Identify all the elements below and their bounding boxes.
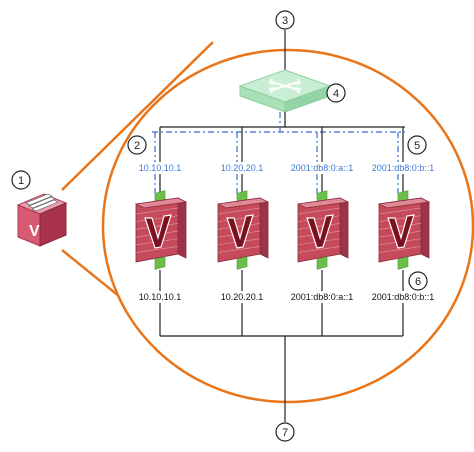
callout-marker: 2 <box>127 135 147 155</box>
zoom-line-upper <box>61 41 214 191</box>
label-backdrop <box>136 162 184 174</box>
top-ip-label: 10.10.10.1 <box>139 163 182 173</box>
firewall-icon <box>296 197 350 263</box>
bottom-ip-label: 2001:db8:0:b::1 <box>372 292 435 302</box>
callout-number: 4 <box>333 88 339 100</box>
callout-number: 6 <box>415 276 421 288</box>
bottom-ip-label: 10.10.10.1 <box>139 292 182 302</box>
callout-marker: 1 <box>11 170 31 190</box>
label-backdrop <box>288 162 356 174</box>
firewall-icon <box>134 197 188 263</box>
callout-group: 1 2 3 4 5 6 7 <box>11 10 428 442</box>
port-bottom <box>154 256 166 270</box>
callout-marker: 6 <box>408 271 428 291</box>
callout-number: 1 <box>18 175 24 187</box>
firewall-icon <box>216 197 270 263</box>
firewall-group: 10.10.10.110.10.10.110.20.20.110.20.20.1… <box>134 127 437 336</box>
bottom-ip-label: 2001:db8:0:a::1 <box>291 292 354 302</box>
callout-number: 7 <box>282 427 288 439</box>
vsys-icon: V <box>16 193 68 247</box>
firewall-column: 10.20.20.1 10.20.20.1 <box>216 127 270 336</box>
vsys-logo-letter: V <box>29 223 40 240</box>
label-backdrop <box>288 291 356 303</box>
label-backdrop <box>369 162 437 174</box>
label-backdrop <box>369 291 437 303</box>
callout-marker: 3 <box>275 10 295 30</box>
callout-number: 5 <box>414 140 420 152</box>
callout-number: 2 <box>134 140 140 152</box>
label-backdrop <box>218 162 266 174</box>
callout-number: 3 <box>282 15 288 27</box>
top-ip-label: 10.20.20.1 <box>221 163 264 173</box>
top-ip-label: 2001:db8:0:b::1 <box>372 163 435 173</box>
zoom-circle <box>101 48 474 404</box>
callout-marker: 5 <box>407 135 427 155</box>
port-bottom <box>397 256 409 270</box>
label-backdrop <box>218 291 266 303</box>
port-bottom <box>236 256 248 270</box>
label-backdrop <box>136 291 184 303</box>
callout-marker: 4 <box>326 83 346 103</box>
firewall-column: 10.10.10.1 10.10.10.1 <box>134 127 188 336</box>
port-bottom <box>316 256 328 270</box>
callout-marker: 7 <box>275 422 295 442</box>
firewall-icon <box>377 197 431 263</box>
top-ip-label: 2001:db8:0:a::1 <box>291 163 354 173</box>
bottom-ip-label: 10.20.20.1 <box>221 292 264 302</box>
